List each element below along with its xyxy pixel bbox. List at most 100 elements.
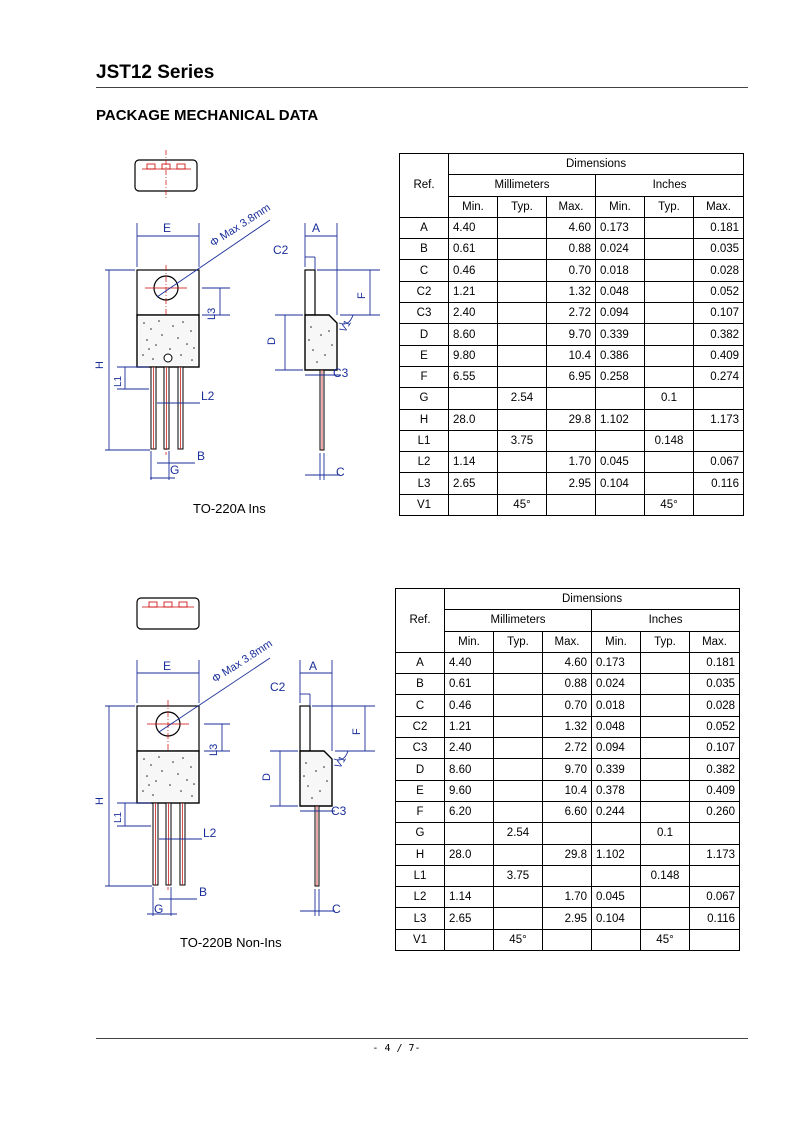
cell-mm-min: 2.65 — [444, 907, 494, 930]
cell-in-max: 0.052 — [692, 280, 745, 304]
dim-label-V1: V1 — [333, 754, 349, 770]
dim-label-L3: L3 — [206, 308, 218, 320]
dimensions-table-1: Ref. Dimensions Millimeters Inches Min. … — [399, 152, 745, 517]
cell-in-min: 0.339 — [595, 323, 645, 346]
mm-typ-header: Typ. — [497, 195, 547, 218]
cell-mm-min — [444, 928, 494, 952]
package-caption-2: TO-220B Non-Ins — [180, 935, 282, 950]
cell-mm-typ — [497, 302, 547, 325]
header-rule — [96, 87, 748, 88]
footer-rule — [96, 1038, 748, 1039]
cell-ref: E — [395, 779, 445, 802]
cell-mm-max: 1.70 — [546, 451, 596, 474]
dim-label-B: B — [199, 885, 207, 899]
cell-in-min: 0.094 — [595, 302, 645, 325]
cell-mm-min — [448, 387, 498, 410]
cell-mm-typ — [497, 451, 547, 474]
dimensions-header: Dimensions — [447, 152, 745, 176]
cell-in-typ — [644, 451, 694, 474]
cell-mm-min: 6.20 — [444, 800, 494, 824]
cell-in-typ: 45° — [644, 493, 694, 517]
package-caption-1: TO-220A Ins — [193, 501, 266, 516]
cell-in-typ: 0.148 — [644, 429, 694, 453]
cell-ref: V1 — [395, 928, 445, 952]
cell-mm-min — [448, 429, 498, 453]
cell-mm-min: 0.61 — [448, 238, 498, 261]
cell-in-typ — [644, 280, 694, 304]
cell-ref: L1 — [395, 864, 445, 888]
section-title: PACKAGE MECHANICAL DATA — [96, 107, 319, 124]
inches-header: Inches — [594, 174, 745, 197]
cell-in-max: 0.035 — [688, 673, 741, 696]
cell-in-min: 0.104 — [595, 472, 645, 495]
mm-max-header: Max. — [542, 630, 592, 653]
cell-in-max — [688, 822, 741, 845]
in-min-header: Min. — [595, 195, 645, 218]
cell-in-max: 0.067 — [692, 451, 745, 474]
cell-mm-min: 28.0 — [448, 408, 498, 431]
cell-mm-min: 0.46 — [448, 259, 498, 282]
cell-in-min — [591, 822, 641, 845]
cell-in-min — [595, 429, 645, 453]
dim-label-G: G — [170, 463, 179, 477]
dim-label-L3: L3 — [208, 744, 220, 756]
inches-header: Inches — [590, 609, 741, 632]
cell-in-min: 0.024 — [591, 673, 641, 696]
cell-mm-min: 2.40 — [444, 737, 494, 760]
cell-in-max — [692, 387, 745, 410]
in-min-header: Min. — [591, 630, 641, 653]
cell-in-typ — [640, 800, 690, 824]
dim-label-A: A — [309, 659, 317, 673]
cell-in-max: 1.173 — [688, 843, 741, 866]
cell-mm-min: 1.21 — [448, 280, 498, 304]
in-typ-header: Typ. — [640, 630, 690, 653]
cell-in-max — [688, 864, 741, 888]
cell-mm-typ: 45° — [497, 493, 547, 517]
cell-mm-typ — [493, 886, 543, 909]
cell-mm-typ — [493, 779, 543, 802]
dim-label-L2: L2 — [203, 826, 217, 840]
dim-label-H: H — [95, 361, 106, 369]
cell-mm-typ — [497, 344, 547, 367]
cell-in-max — [692, 429, 745, 453]
dim-label-E: E — [163, 659, 171, 673]
cell-mm-min: 28.0 — [444, 843, 494, 866]
cell-in-min: 0.244 — [591, 800, 641, 824]
cell-in-typ — [640, 737, 690, 760]
cell-mm-min: 4.40 — [448, 216, 498, 240]
cell-ref: C — [399, 259, 449, 282]
cell-mm-min — [444, 864, 494, 888]
dim-label-L1: L1 — [113, 375, 124, 387]
cell-mm-typ — [497, 408, 547, 431]
cell-in-typ — [640, 886, 690, 909]
cell-ref: C3 — [399, 302, 449, 325]
dimensions-table-2: Ref. Dimensions Millimeters Inches Min. … — [395, 587, 741, 952]
cell-ref: H — [395, 843, 445, 866]
dim-label-D: D — [266, 337, 278, 345]
cell-mm-typ — [493, 673, 543, 696]
cell-ref: C2 — [395, 715, 445, 739]
dim-label-L2: L2 — [201, 389, 215, 403]
cell-mm-min: 1.14 — [444, 886, 494, 909]
cell-mm-typ — [493, 843, 543, 866]
cell-ref: C — [395, 694, 445, 717]
cell-mm-max: 4.60 — [546, 216, 596, 240]
cell-in-max: 0.274 — [692, 365, 745, 389]
cell-in-max: 0.035 — [692, 238, 745, 261]
cell-in-typ — [644, 302, 694, 325]
front-view — [136, 265, 200, 455]
dim-label-F: F — [356, 292, 368, 299]
millimeters-header: Millimeters — [448, 174, 596, 197]
top-view — [134, 150, 198, 200]
cell-mm-typ — [493, 800, 543, 824]
cell-in-min: 1.102 — [595, 408, 645, 431]
dim-label-C: C — [336, 465, 345, 479]
millimeters-header: Millimeters — [444, 609, 592, 632]
cell-in-typ — [640, 694, 690, 717]
